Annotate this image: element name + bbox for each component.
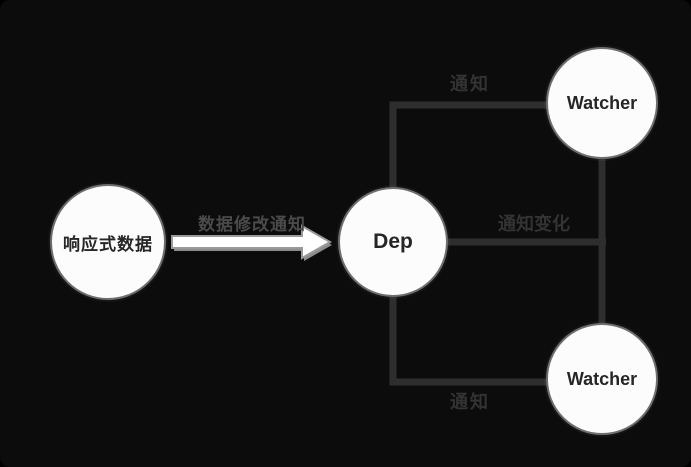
connector-dep-to-watcher-bottom bbox=[389, 292, 552, 386]
node-reactive-data-label: 响应式数据 bbox=[63, 234, 153, 254]
edge-label-data-to-dep: 数据修改通知 bbox=[198, 215, 306, 234]
node-watcher-bottom: Watcher bbox=[546, 323, 658, 435]
node-watcher-top: Watcher bbox=[546, 47, 658, 159]
node-dep-label: Dep bbox=[373, 230, 413, 253]
edge-label-dep-middle: 通知变化 bbox=[498, 214, 570, 234]
node-watcher-top-label: Watcher bbox=[566, 92, 638, 113]
node-watcher-bottom-label: Watcher bbox=[566, 368, 638, 389]
edge-label-dep-to-watcher-bottom: 通知 bbox=[450, 392, 490, 412]
block-arrow bbox=[171, 224, 333, 260]
node-reactive-data: 响应式数据 bbox=[50, 184, 166, 300]
connector-dep-to-watcher-top bbox=[389, 101, 552, 192]
node-dep: Dep bbox=[338, 187, 448, 297]
edge-label-dep-to-watcher-top: 通知 bbox=[450, 74, 490, 94]
